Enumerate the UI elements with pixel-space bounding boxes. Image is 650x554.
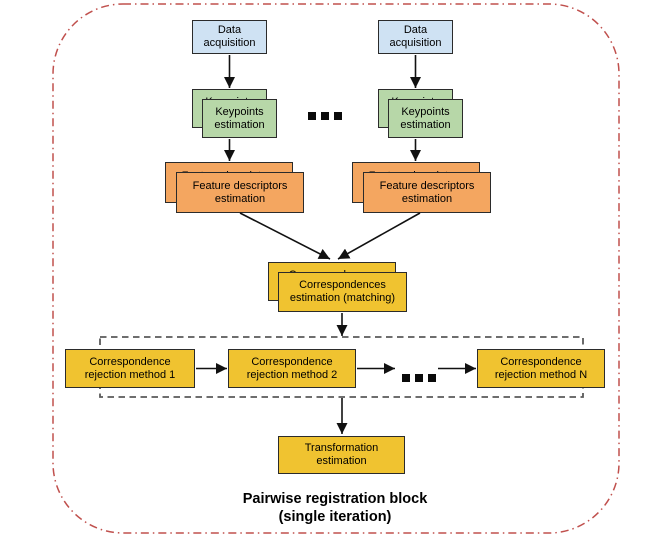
node-feature-descriptors-left: Feature descriptors estimation xyxy=(176,172,304,213)
arrow-features-right-to-correspondences xyxy=(337,212,421,260)
node-feature-descriptors-right: Feature descriptors estimation xyxy=(363,172,491,213)
node-transformation-estimation: Transformation estimation xyxy=(278,436,405,474)
dot-icon xyxy=(402,374,410,382)
ellipsis-icon-top xyxy=(308,112,342,120)
node-data-acquisition-right: Data acquisition xyxy=(378,20,453,54)
node-keypoints-left: Keypoints estimation xyxy=(202,99,277,138)
diagram-caption: Pairwise registration block (single iter… xyxy=(242,491,428,525)
dot-icon xyxy=(321,112,329,120)
dot-icon xyxy=(308,112,316,120)
node-rejection-method-2: Correspondence rejection method 2 xyxy=(228,349,356,388)
arrow-features-left-to-correspondences xyxy=(239,212,331,260)
dot-icon xyxy=(334,112,342,120)
node-correspondences: Correspondences estimation (matching) xyxy=(278,272,407,312)
node-rejection-method-n: Correspondence rejection method N xyxy=(477,349,605,388)
node-keypoints-right: Keypoints estimation xyxy=(388,99,463,138)
node-data-acquisition-left: Data acquisition xyxy=(192,20,267,54)
dot-icon xyxy=(428,374,436,382)
node-rejection-method-1: Correspondence rejection method 1 xyxy=(65,349,195,388)
dot-icon xyxy=(415,374,423,382)
ellipsis-icon-middle xyxy=(402,374,436,382)
